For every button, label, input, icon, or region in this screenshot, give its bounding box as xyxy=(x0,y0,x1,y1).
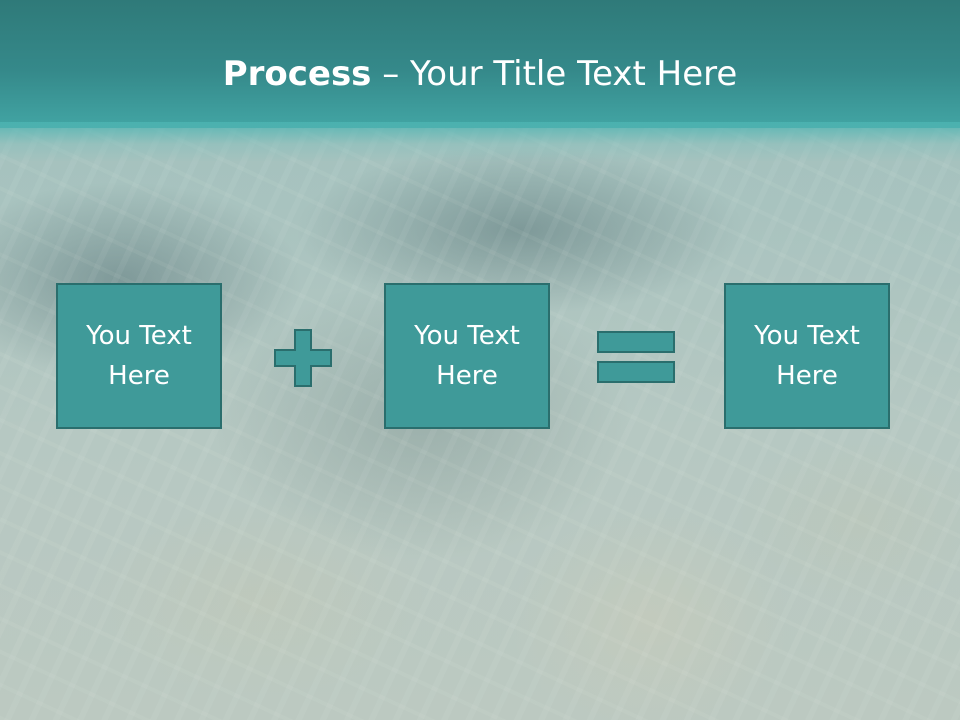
process-box-3[interactable]: You Text Here xyxy=(724,283,890,429)
title-rest: – Your Title Text Here xyxy=(371,54,738,94)
header-band xyxy=(0,0,960,128)
plus-icon xyxy=(274,329,332,387)
page-title[interactable]: Process – Your Title Text Here xyxy=(0,52,960,96)
process-box-1[interactable]: You Text Here xyxy=(56,283,222,429)
title-bold: Process xyxy=(222,54,372,94)
equals-icon xyxy=(597,331,675,383)
header-glow xyxy=(0,122,960,162)
process-box-2[interactable]: You Text Here xyxy=(384,283,550,429)
